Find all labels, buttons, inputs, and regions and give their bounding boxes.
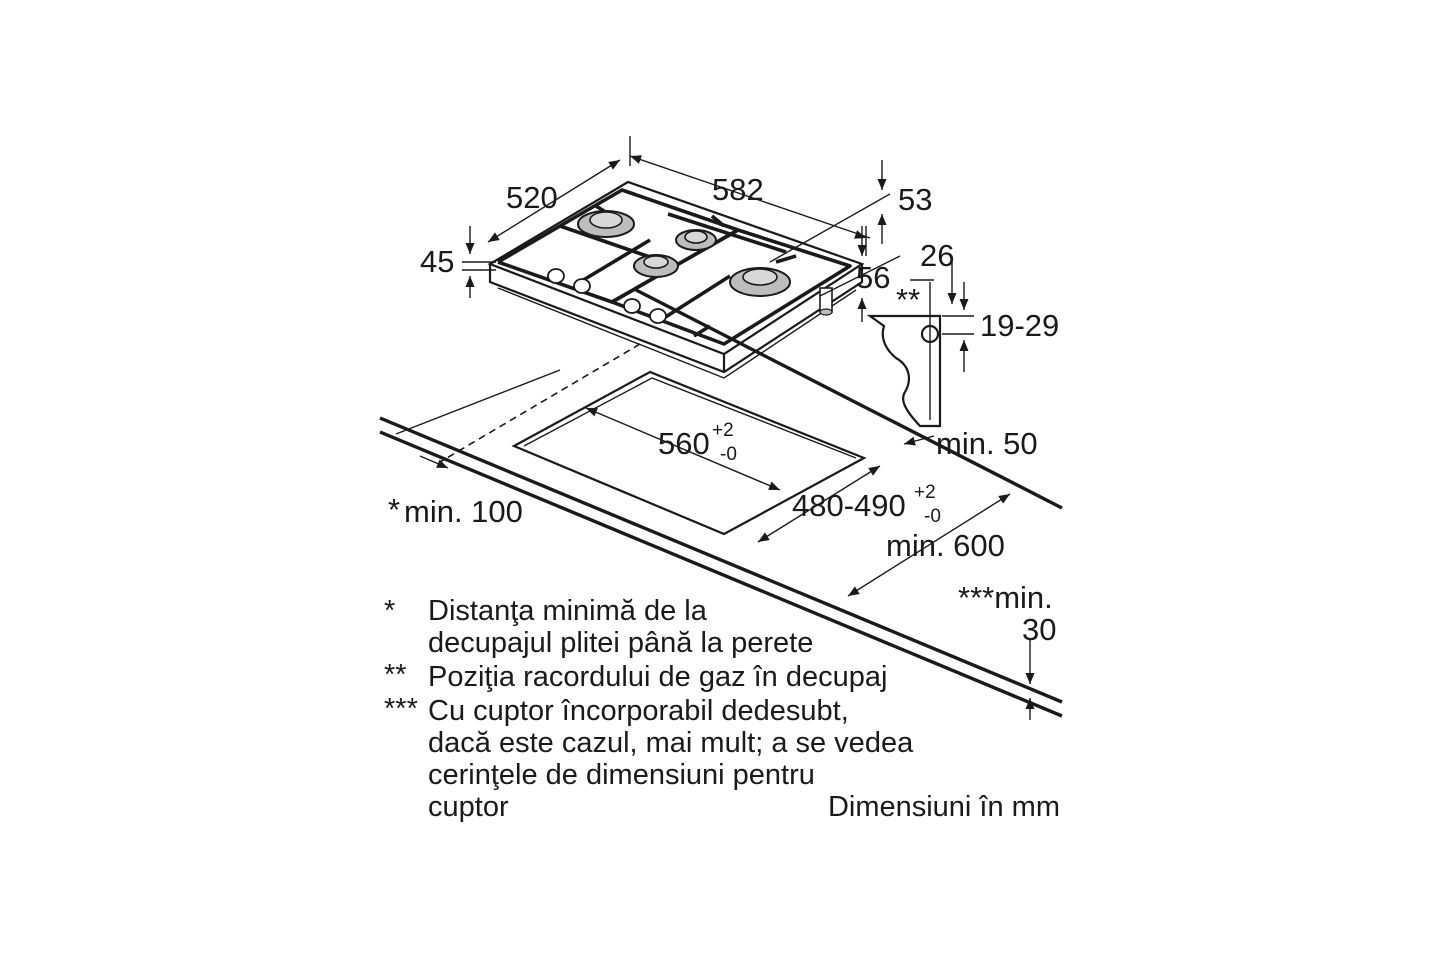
hob-drawing bbox=[487, 180, 865, 379]
arrowhead-17 bbox=[848, 586, 860, 596]
control-knobs bbox=[547, 268, 667, 324]
dim-53: 53 bbox=[898, 182, 932, 217]
dim-480-tol-plus: +2 bbox=[914, 482, 936, 503]
dim-min-100: min. 100 bbox=[404, 494, 523, 529]
arrowhead-9 bbox=[857, 298, 867, 309]
arrowhead-5 bbox=[465, 276, 475, 287]
arrowhead-21 bbox=[1025, 673, 1035, 684]
legend-line-1a: Distanţa minimă de la bbox=[428, 595, 708, 627]
dim-double-star: ** bbox=[896, 282, 920, 317]
dim-560: 560 bbox=[658, 426, 710, 461]
arrowhead-10 bbox=[947, 293, 957, 304]
arrowhead-13 bbox=[586, 408, 598, 417]
arrowhead-12 bbox=[959, 340, 969, 351]
arrowhead-20 bbox=[904, 436, 916, 446]
dim-19-29: 19-29 bbox=[980, 308, 1059, 343]
dimension-labels: 582 520 45 53 56 26 19-29 ** 560 +2 -0 4… bbox=[388, 172, 1059, 647]
legend-mark-3: *** bbox=[384, 693, 418, 725]
arrowhead-8 bbox=[857, 245, 867, 256]
dim-480-tol-minus: -0 bbox=[924, 506, 941, 527]
legend-line-3c: cerinţele de dimensiuni pentru bbox=[428, 759, 815, 791]
dim-520: 520 bbox=[506, 180, 558, 215]
dim-582: 582 bbox=[712, 172, 764, 207]
burner-wok bbox=[729, 267, 791, 297]
legend-line-3d: cuptor bbox=[428, 791, 509, 823]
arrowhead-14 bbox=[768, 481, 780, 490]
dim-45: 45 bbox=[420, 244, 454, 279]
arrowhead-7 bbox=[877, 214, 887, 225]
arrowhead-0 bbox=[630, 155, 642, 164]
arrowhead-22 bbox=[1025, 698, 1035, 709]
arrowhead-3 bbox=[608, 160, 620, 170]
dim-min-30-b: 30 bbox=[1022, 612, 1056, 647]
dim-480-490: 480-490 bbox=[792, 488, 906, 523]
arrowhead-4 bbox=[465, 243, 475, 254]
dim-min-50: min. 50 bbox=[936, 426, 1038, 461]
legend-line-3b: dacă este cazul, mai mult; a se vedea bbox=[428, 727, 914, 759]
burner-large bbox=[577, 210, 635, 238]
units-note: Dimensiuni în mm bbox=[828, 791, 1060, 823]
dim-min-100-star: * bbox=[388, 492, 400, 527]
legend: * Distanţa minimă de la decupajul plitei… bbox=[384, 595, 1060, 823]
arrowhead-1 bbox=[854, 230, 866, 239]
dim-min-30-a: ***min. bbox=[958, 580, 1053, 615]
arrowhead-2 bbox=[488, 232, 500, 242]
legend-mark-1: * bbox=[384, 595, 395, 627]
burner-medium-front bbox=[633, 254, 679, 278]
arrowhead-15 bbox=[758, 532, 770, 542]
arrowhead-19 bbox=[436, 459, 448, 468]
burner-medium-rear bbox=[675, 229, 717, 251]
gas-connector bbox=[819, 287, 833, 316]
arrowhead-6 bbox=[877, 179, 887, 190]
worktop-drawing bbox=[379, 288, 1063, 718]
hob-dimension-lines bbox=[462, 136, 901, 322]
legend-line-3a: Cu cuptor încorporabil dedesubt, bbox=[428, 695, 849, 727]
dim-56: 56 bbox=[856, 260, 890, 295]
dim-min-600: min. 600 bbox=[886, 528, 1005, 563]
legend-mark-2: ** bbox=[384, 659, 407, 691]
dim-560-tol-minus: -0 bbox=[720, 444, 737, 465]
arrowhead-11 bbox=[959, 299, 969, 310]
arrowheads bbox=[436, 155, 1035, 709]
dim-560-tol-plus: +2 bbox=[712, 420, 734, 441]
dim-26: 26 bbox=[920, 238, 954, 273]
gas-connection-detail bbox=[866, 262, 974, 428]
legend-line-2a: Poziţia racordului de gaz în decupaj bbox=[428, 661, 887, 693]
arrowhead-16 bbox=[868, 466, 880, 476]
legend-line-1b: decupajul plitei până la perete bbox=[428, 627, 813, 659]
arrowhead-18 bbox=[998, 494, 1010, 504]
